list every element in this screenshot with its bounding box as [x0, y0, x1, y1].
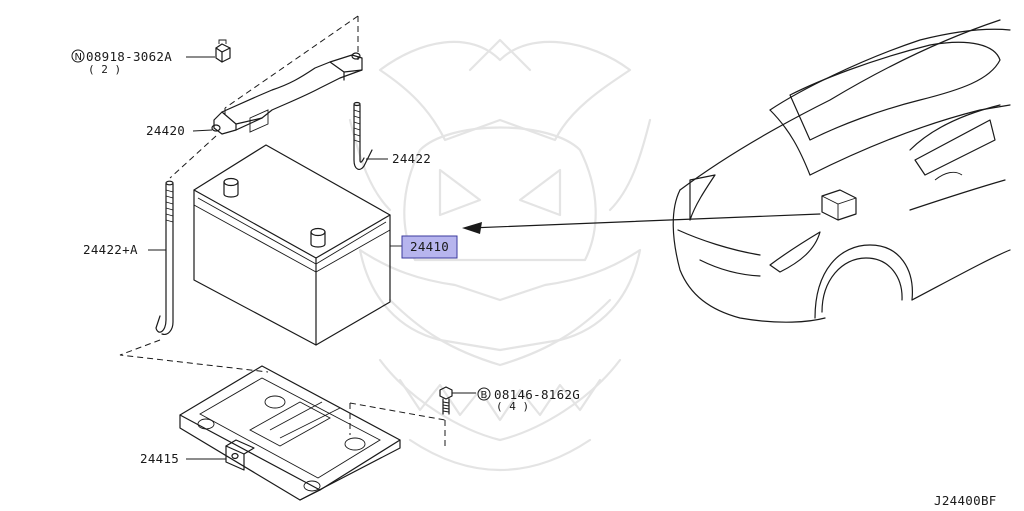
rod-left-drawing — [155, 180, 174, 335]
battery-tray-drawing — [179, 365, 401, 501]
nut-prefix-letter: N — [75, 52, 82, 63]
diagram-code: J24400BF — [934, 493, 997, 508]
label-rod-right[interactable]: 24422 — [392, 151, 431, 166]
battery-highlight-box — [401, 235, 458, 259]
label-rod-left[interactable]: 24422+A — [83, 242, 138, 257]
battery-drawing — [193, 144, 391, 346]
label-bolt[interactable]: B 08146-8162G ( 4 ) — [477, 387, 580, 413]
car-outline-drawing — [672, 19, 1011, 323]
tray-part-number: 24415 — [140, 451, 179, 466]
frame-part-number: 24420 — [146, 123, 185, 138]
bolt-part-drawing — [439, 386, 453, 415]
watermark-emblem — [348, 38, 652, 472]
battery-part-number: 24410 — [410, 239, 449, 254]
assembly-lines — [119, 15, 446, 450]
rod-right-part-number: 24422 — [392, 151, 431, 166]
bolt-prefix-letter: B — [481, 390, 488, 401]
rod-left-part-number: 24422+A — [83, 242, 138, 257]
label-battery-highlighted[interactable]: 24410 — [401, 235, 458, 259]
bolt-quantity: ( 4 ) — [496, 400, 529, 413]
label-nut[interactable]: N 08918-3062A ( 2 ) — [71, 49, 172, 76]
hold-down-frame-drawing — [211, 52, 363, 135]
bolt-part-number: 08146-8162G — [494, 387, 580, 402]
nut-quantity: ( 2 ) — [88, 63, 121, 76]
nut-part-number: 08918-3062A — [86, 49, 172, 64]
rod-right-drawing — [353, 101, 373, 170]
label-frame[interactable]: 24420 — [146, 123, 185, 138]
label-tray[interactable]: 24415 — [140, 451, 179, 466]
nut-part-drawing — [215, 39, 231, 63]
leader-lines — [148, 56, 476, 460]
location-arrow — [462, 213, 821, 234]
